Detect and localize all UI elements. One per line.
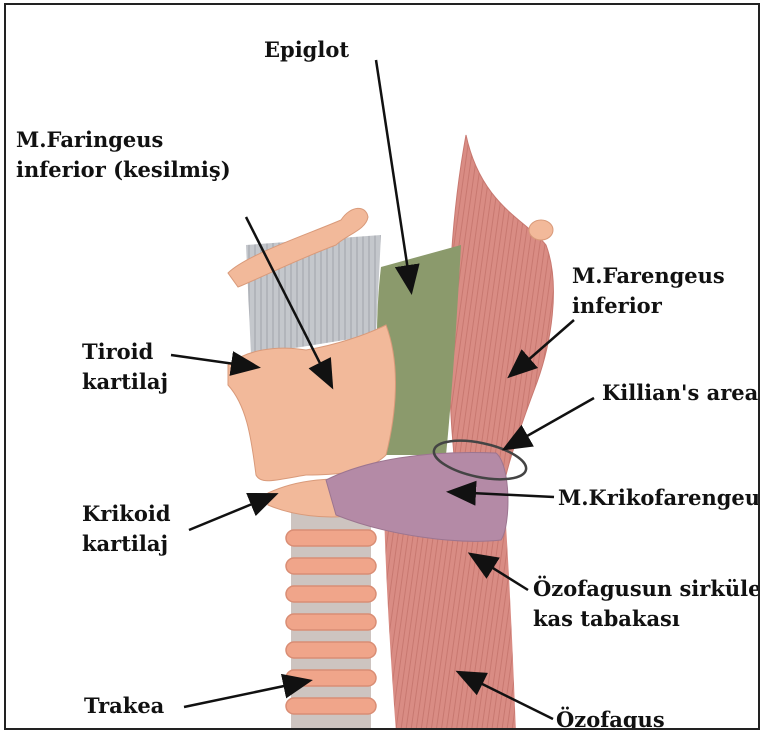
- esophagus-shape: [384, 510, 516, 730]
- label-tiroid-1: Tiroid: [82, 339, 153, 365]
- label-m-faringeus-cut-1: M.Faringeus: [16, 127, 163, 153]
- label-trakea: Trakea: [84, 693, 164, 719]
- label-tiroid-2: kartilaj: [82, 369, 168, 395]
- trachea-shape: [286, 505, 376, 730]
- label-m-farengeus-2: inferior: [572, 293, 662, 319]
- label-ozofagus-sirkuler-1: Özofagusun sirküler: [533, 576, 760, 602]
- diagram-frame: Epiglot M.Faringeus inferior (kesilmiş) …: [4, 3, 760, 730]
- label-krikoid-2: kartilaj: [82, 531, 168, 557]
- label-m-faringeus-cut-2: inferior (kesilmiş): [16, 157, 231, 183]
- label-ozofagus-sirkuler-2: kas tabakası: [533, 606, 680, 632]
- label-m-farengeus-1: M.Farengeus: [572, 263, 725, 289]
- label-ozofagus: Özofagus: [556, 707, 665, 730]
- inferior-constrictor-muscle: [449, 135, 554, 475]
- label-krikoid-1: Krikoid: [82, 501, 171, 527]
- label-epiglot: Epiglot: [264, 37, 349, 63]
- label-krikofarengeus: M.Krikofarengeus: [558, 485, 760, 511]
- label-killian: Killian's area: [602, 380, 758, 406]
